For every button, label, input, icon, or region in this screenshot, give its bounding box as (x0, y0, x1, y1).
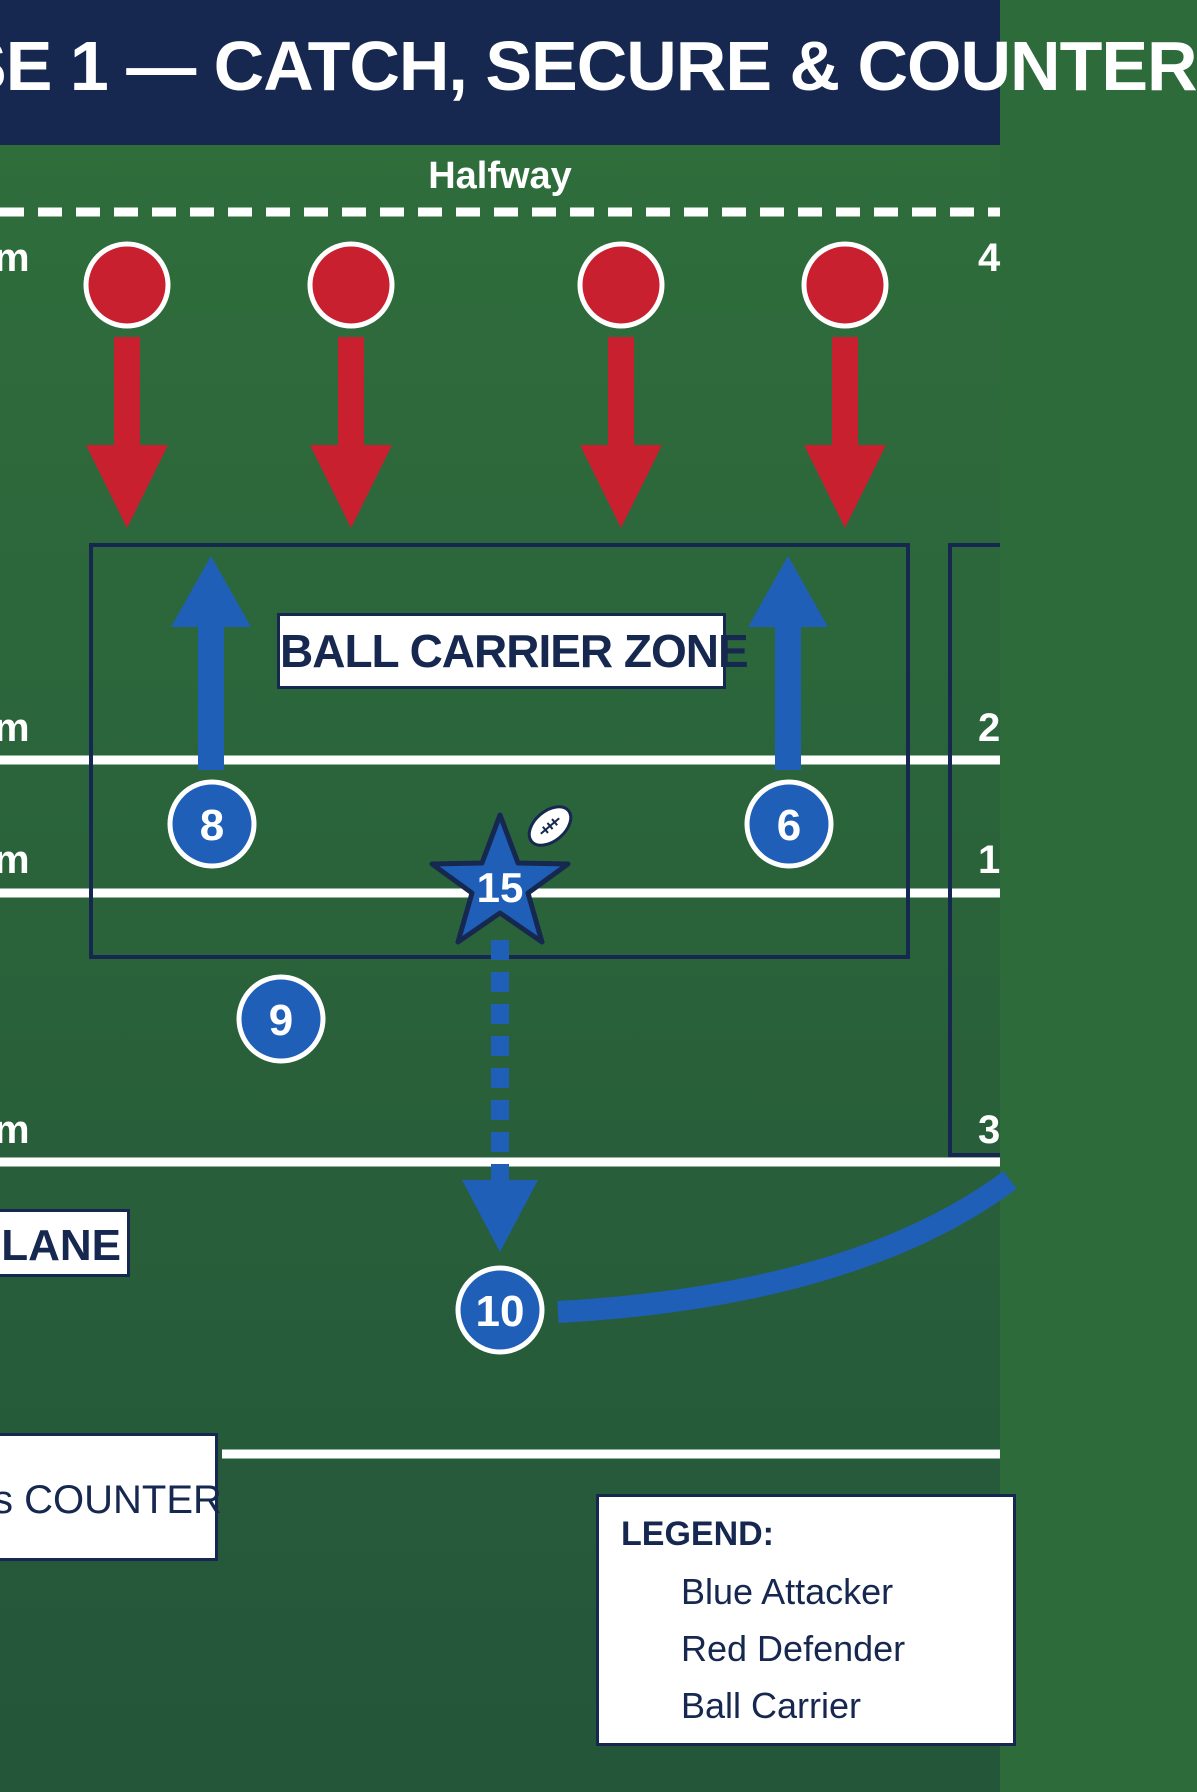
blue-attacker (236, 974, 326, 1064)
ball-carrier-star (429, 812, 571, 945)
blue-support-arrows (171, 556, 828, 770)
blue-attackers: 8 6 9 10 (167, 779, 834, 1355)
attacker-number: 8 (200, 801, 224, 850)
distance-marker-left: m (0, 706, 30, 750)
distance-marker-left: m (0, 236, 30, 280)
legend-title: LEGEND: (621, 1515, 774, 1553)
distance-marker-left: m (0, 838, 30, 882)
blue-attacker (744, 779, 834, 869)
title-banner: SE 1 — CATCH, SECURE & COUNTER (0, 0, 1197, 149)
halfway-label: Halfway (428, 155, 572, 197)
attacker-number: 6 (777, 801, 801, 850)
legend-item-red-defender: Red Defender (681, 1628, 906, 1669)
red-defender (801, 241, 889, 329)
counter-run-arrow (557, 1171, 1017, 1323)
ball-carrier-number: 15 (477, 864, 524, 911)
red-defender-arrows (86, 337, 886, 528)
blue-attacker (167, 779, 257, 869)
attacker-number: 9 (269, 996, 293, 1045)
distance-marker-left: m (0, 1108, 30, 1152)
red-defender (307, 241, 395, 329)
lane-label: LANE (0, 1209, 130, 1277)
legend-item-blue-attacker: Blue Attacker (681, 1571, 894, 1612)
distance-marker-right: 3 (978, 1108, 1001, 1152)
distance-marker-right: 2 (978, 706, 1001, 750)
ball-carrier-zone-label: BALL CARRIER ZONE (277, 613, 749, 689)
distance-marker-right: 1 (978, 838, 1001, 882)
right-zone-outline (948, 543, 1000, 1157)
ball-carrier: 15 (429, 805, 573, 945)
pass-arrow (462, 940, 538, 1252)
red-defender (577, 241, 665, 329)
red-defender (83, 241, 171, 329)
counter-label: s COUNTER (0, 1433, 222, 1561)
rugby-ball-icon (527, 805, 573, 847)
page-title: SE 1 — CATCH, SECURE & COUNTER (0, 27, 1197, 105)
legend-item-ball-carrier: Ball Carrier (681, 1685, 862, 1726)
legend-panel: LEGEND: Blue Attacker Red Defender Ball … (596, 1494, 1016, 1746)
red-defenders (83, 241, 889, 329)
blue-attacker (455, 1265, 545, 1355)
distance-marker-right: 4 (978, 236, 1001, 280)
attacker-number: 10 (476, 1287, 525, 1336)
